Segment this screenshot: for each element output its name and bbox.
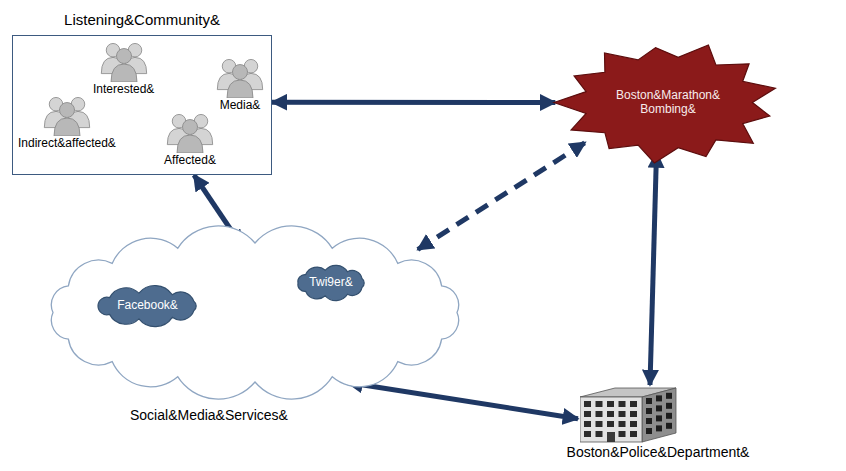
building-side: [642, 388, 676, 442]
person-head: [116, 49, 131, 64]
building-window: [619, 421, 626, 427]
node-label: Media&: [220, 99, 261, 113]
group-heading: Social&Media&Services&: [130, 407, 288, 423]
cloud-shape: [298, 265, 364, 300]
people-group: [44, 97, 89, 136]
building-figure: [580, 385, 680, 443]
building-window: [584, 431, 591, 437]
node-label: Twi9er&: [309, 276, 352, 290]
person-body: [111, 64, 137, 82]
building-window: [596, 421, 603, 427]
group-box: Interested&Media&Indirect&affected&Affec…: [12, 35, 272, 175]
people-icon: Interested&: [93, 40, 154, 97]
building-window: [596, 401, 603, 407]
people-figure: [213, 56, 267, 98]
building-window: [584, 421, 591, 427]
person-body: [177, 135, 203, 153]
people-figure: [97, 40, 151, 82]
building-front: [580, 397, 642, 442]
person-body: [227, 80, 253, 98]
building-window: [656, 415, 662, 421]
platform-cloud: Facebook&: [90, 285, 205, 327]
people-icon: Media&: [213, 56, 267, 113]
building-window: [607, 421, 614, 427]
building-window: [584, 411, 591, 417]
node-label: Boston&Police&Department&: [567, 444, 750, 460]
building-window: [646, 398, 652, 404]
node-label: Indirect&affected&: [18, 137, 116, 151]
people-group: [167, 114, 212, 153]
connector-arrow: [272, 100, 555, 105]
building-window: [666, 393, 672, 399]
person-head: [183, 120, 198, 135]
building-window: [646, 418, 652, 424]
connector-arrow: [650, 153, 657, 386]
building-window: [619, 401, 626, 407]
group-heading: Listening&Community&: [13, 11, 271, 28]
people-figure: [163, 111, 217, 153]
node-label: Boston&Marathon& Bombing&: [613, 89, 723, 117]
building-window: [630, 401, 637, 407]
people-icon: Indirect&affected&: [18, 94, 116, 151]
people-group: [101, 43, 146, 82]
building-window: [630, 411, 637, 417]
event-starburst: Boston&Marathon& Bombing&: [553, 40, 783, 165]
people-group: [217, 59, 262, 98]
building-window: [630, 421, 637, 427]
person-head: [59, 103, 74, 118]
building-window: [596, 411, 603, 417]
building-door: [607, 432, 615, 442]
building-window: [584, 401, 591, 407]
platform-cloud: Twi9er&: [290, 262, 372, 304]
building-window: [656, 395, 662, 401]
building-window: [619, 411, 626, 417]
building-window: [646, 408, 652, 414]
building-window: [630, 431, 637, 437]
building-group: [580, 388, 676, 442]
building-window: [666, 423, 672, 429]
building-window: [666, 403, 672, 409]
people-figure: [40, 94, 94, 136]
node-label: Facebook&: [117, 299, 178, 313]
building-window: [607, 401, 614, 407]
building-window: [656, 405, 662, 411]
building-window: [666, 413, 672, 419]
service-cloud: Facebook&Twi9er&Social&Media&Services&: [35, 225, 475, 400]
starburst-shape: [554, 45, 775, 163]
building-window: [646, 428, 652, 434]
building-icon: Boston&Police&Department&: [558, 385, 758, 460]
cloud-shape: [98, 286, 196, 327]
building-window: [607, 411, 614, 417]
person-head: [233, 65, 248, 80]
connector-arrow: [418, 143, 585, 250]
node-label: Affected&: [164, 154, 216, 168]
building-window: [596, 431, 603, 437]
node-label: Interested&: [93, 83, 154, 97]
connector-arrow: [347, 383, 578, 419]
people-icon: Affected&: [163, 111, 217, 168]
person-body: [54, 118, 80, 136]
building-window: [656, 425, 662, 431]
building-window: [619, 431, 626, 437]
cloud-shape: [51, 226, 458, 399]
